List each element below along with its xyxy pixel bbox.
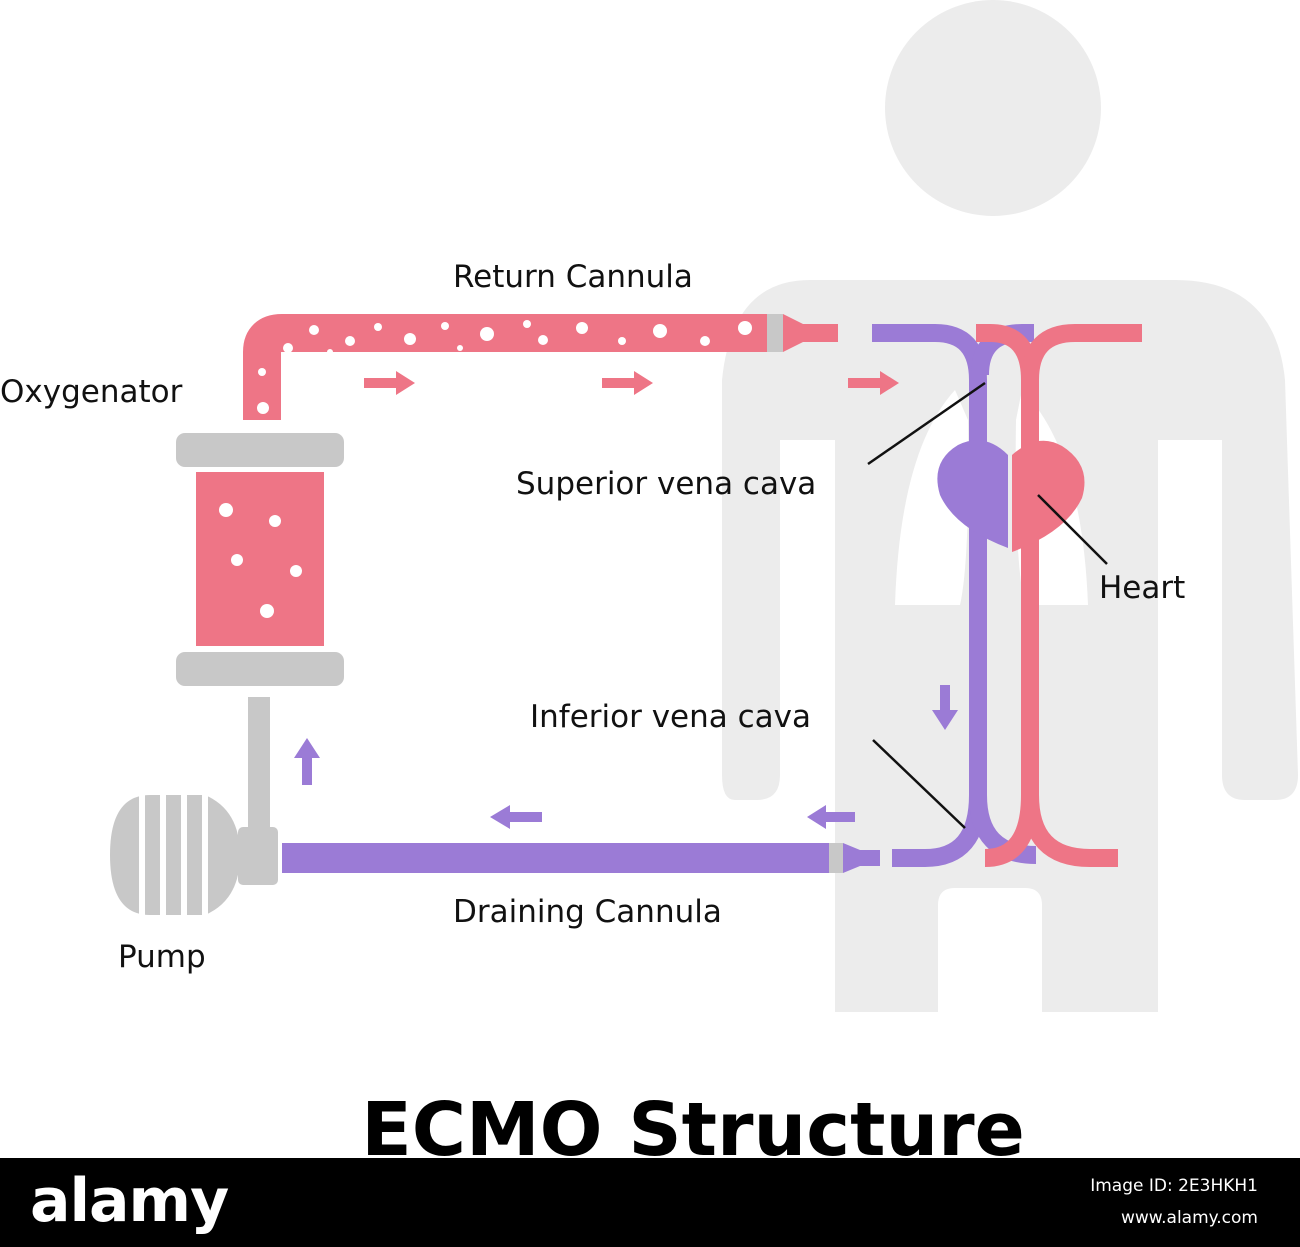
arrow-right-3 [848,371,899,395]
heart-leader [1037,494,1108,565]
flow-arrows-oxygenated [364,371,899,395]
pump-fins [139,793,208,917]
arterial-vessels [976,324,1142,867]
arrow-left-1 [807,805,855,829]
oxygen-bubbles [257,320,752,414]
draining-cannula-connector [829,843,843,873]
heart-label: Heart [1099,570,1185,606]
ecmo-diagram: Return Cannula Oxygenator Superior vena … [0,0,1298,1158]
body-head [885,0,1101,216]
left-lung [895,390,969,605]
heart-right [1012,440,1085,552]
superior-vena-cava-label: Superior vena cava [516,466,816,502]
return-cannula-label: Return Cannula [453,259,693,295]
heart-left [937,440,1008,548]
oxygenator [176,433,344,686]
svc-leader [867,381,986,466]
arrow-left-2 [490,805,542,829]
draining-cannula-label: Draining Cannula [453,894,722,930]
diagram-title: ECMO Structure [361,1087,1025,1158]
leader-lines [867,381,1108,829]
body-silhouette [722,0,1298,1012]
arrow-right-2 [602,371,653,395]
watermark-footer: alamy Image ID: 2E3HKH1 www.alamy.com [0,1158,1300,1247]
image-id: Image ID: 2E3HKH1 [1090,1176,1258,1196]
draining-cannula-tip [843,843,880,873]
return-cannula-tube [243,314,767,420]
return-cannula-connector [767,314,783,352]
body-torso [722,280,1298,1012]
inferior-vena-cava-label: Inferior vena cava [530,699,811,735]
brand-logo: alamy [30,1166,229,1236]
flow-arrows-deoxygenated [294,685,958,829]
pump-label: Pump [118,939,206,975]
return-cannula-tip [783,314,838,352]
site-url: www.alamy.com [1120,1208,1258,1228]
arrow-right-1 [364,371,415,395]
pump-connector [248,697,270,829]
draining-cannula-tube [282,843,829,873]
arrow-up [294,738,320,785]
arrow-down [932,685,958,730]
ivc-leader [872,739,966,829]
oxygenator-label: Oxygenator [0,374,183,410]
